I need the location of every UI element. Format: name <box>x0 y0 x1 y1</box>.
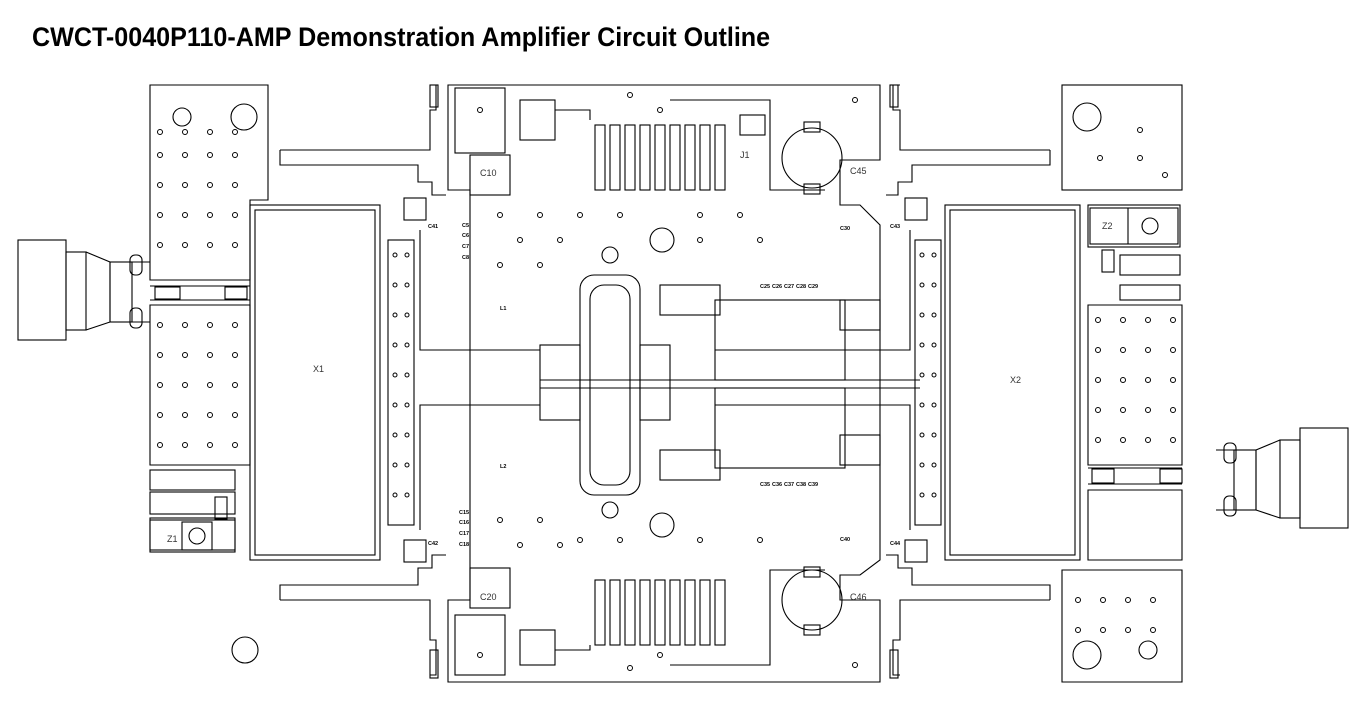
c45-capacitor <box>781 127 843 189</box>
label-c28: C28 <box>796 284 806 290</box>
bottom-header <box>519 569 825 666</box>
label-c20: C20 <box>480 592 497 602</box>
label-c35: C35 <box>760 482 770 488</box>
label-z2: Z2 <box>1102 221 1113 231</box>
center-transistor <box>539 274 920 496</box>
label-c37: C37 <box>784 482 794 488</box>
label-c36: C36 <box>772 482 782 488</box>
label-c8: C8 <box>462 255 469 261</box>
label-c46: C46 <box>850 592 867 602</box>
label-c40: C40 <box>840 537 850 543</box>
center-board <box>447 84 881 683</box>
right-ground-plane <box>1061 84 1183 683</box>
label-c6: C6 <box>462 233 469 239</box>
label-c26: C26 <box>772 284 782 290</box>
label-c38: C38 <box>796 482 806 488</box>
label-c27: C27 <box>784 284 794 290</box>
right-sma-connector <box>1216 427 1349 529</box>
c46-capacitor <box>781 569 843 631</box>
label-c7: C7 <box>462 244 469 250</box>
label-l1: L1 <box>500 306 506 312</box>
label-x2: X2 <box>1010 375 1021 385</box>
page-title: CWCT-0040P110-AMP Demonstration Amplifie… <box>32 22 771 52</box>
label-c18: C18 <box>459 542 469 548</box>
label-c43: C43 <box>890 224 900 230</box>
left-bottom-bias-arm <box>279 554 446 676</box>
label-x1: X1 <box>313 364 324 374</box>
z2-component <box>1089 207 1179 245</box>
right-top-bias-arm <box>886 84 1051 196</box>
label-j1: J1 <box>740 150 750 160</box>
label-c42: C42 <box>428 541 438 547</box>
x1-component <box>249 204 415 561</box>
x2-component <box>914 204 1081 561</box>
label-c17: C17 <box>459 531 469 537</box>
label-z1: Z1 <box>167 534 178 544</box>
label-c39: C39 <box>808 482 818 488</box>
label-c15: C15 <box>459 510 469 516</box>
left-sma-connector <box>17 239 150 341</box>
j1-header <box>519 99 825 191</box>
label-c44: C44 <box>890 541 901 547</box>
label-c45: C45 <box>850 166 867 176</box>
label-c10: C10 <box>480 168 497 178</box>
label-c41: C41 <box>428 224 438 230</box>
label-c29: C29 <box>808 284 818 290</box>
left-top-bias-arm <box>279 84 446 196</box>
label-c5: C5 <box>462 223 469 229</box>
right-bottom-bias-arm <box>886 554 1051 676</box>
label-c16: C16 <box>459 520 469 526</box>
z1-component <box>149 519 236 553</box>
label-l2: L2 <box>500 464 506 470</box>
label-c30: C30 <box>840 226 850 232</box>
label-c25: C25 <box>760 284 770 290</box>
